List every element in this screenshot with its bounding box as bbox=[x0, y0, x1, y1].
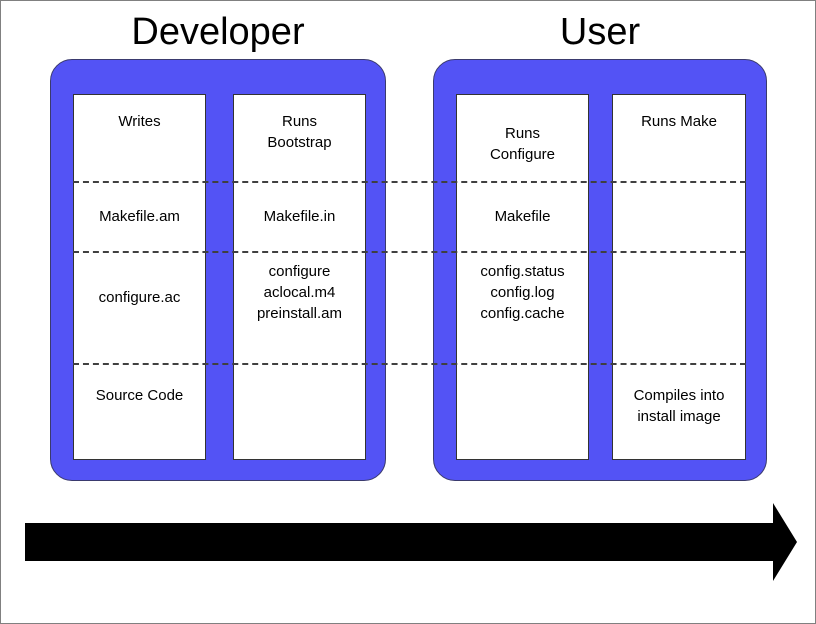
column-user-configure: Runs Configure Makefile config.status co… bbox=[456, 94, 589, 460]
cell-user-configure-row3: config.status config.log config.cache bbox=[480, 263, 565, 322]
cell-developer-bootstrap-row1: Runs Bootstrap bbox=[267, 113, 332, 151]
column-developer-writes: Writes Makefile.am configure.ac Source C… bbox=[73, 94, 206, 460]
stage-divider-1 bbox=[73, 181, 746, 183]
cell-user-configure-row2: Makefile bbox=[494, 208, 551, 225]
cell-developer-writes-row4: Source Code bbox=[95, 387, 184, 404]
cell-user-configure-row1: Runs Configure bbox=[489, 125, 556, 163]
column-developer-bootstrap: Runs Bootstrap Makefile.in configure acl… bbox=[233, 94, 366, 460]
cell-developer-bootstrap-row2: Makefile.in bbox=[263, 208, 336, 225]
cell-developer-writes-row1: Writes bbox=[118, 113, 161, 130]
cell-user-make-row4: Compiles into install image bbox=[633, 387, 725, 425]
cell-developer-writes-row2: Makefile.am bbox=[99, 208, 180, 225]
stage-divider-2 bbox=[73, 251, 746, 253]
cell-user-make-row1: Runs Make bbox=[641, 113, 717, 130]
flow-arrow-icon bbox=[25, 503, 797, 581]
panel-title-developer: Developer bbox=[131, 11, 305, 53]
cell-developer-writes-row3: configure.ac bbox=[98, 289, 181, 306]
column-user-make: Runs Make Compiles into install image bbox=[612, 94, 746, 460]
stage-divider-3 bbox=[73, 363, 746, 365]
cell-developer-bootstrap-row3: configure aclocal.m4 preinstall.am bbox=[256, 263, 343, 322]
panel-title-user: User bbox=[559, 11, 641, 53]
